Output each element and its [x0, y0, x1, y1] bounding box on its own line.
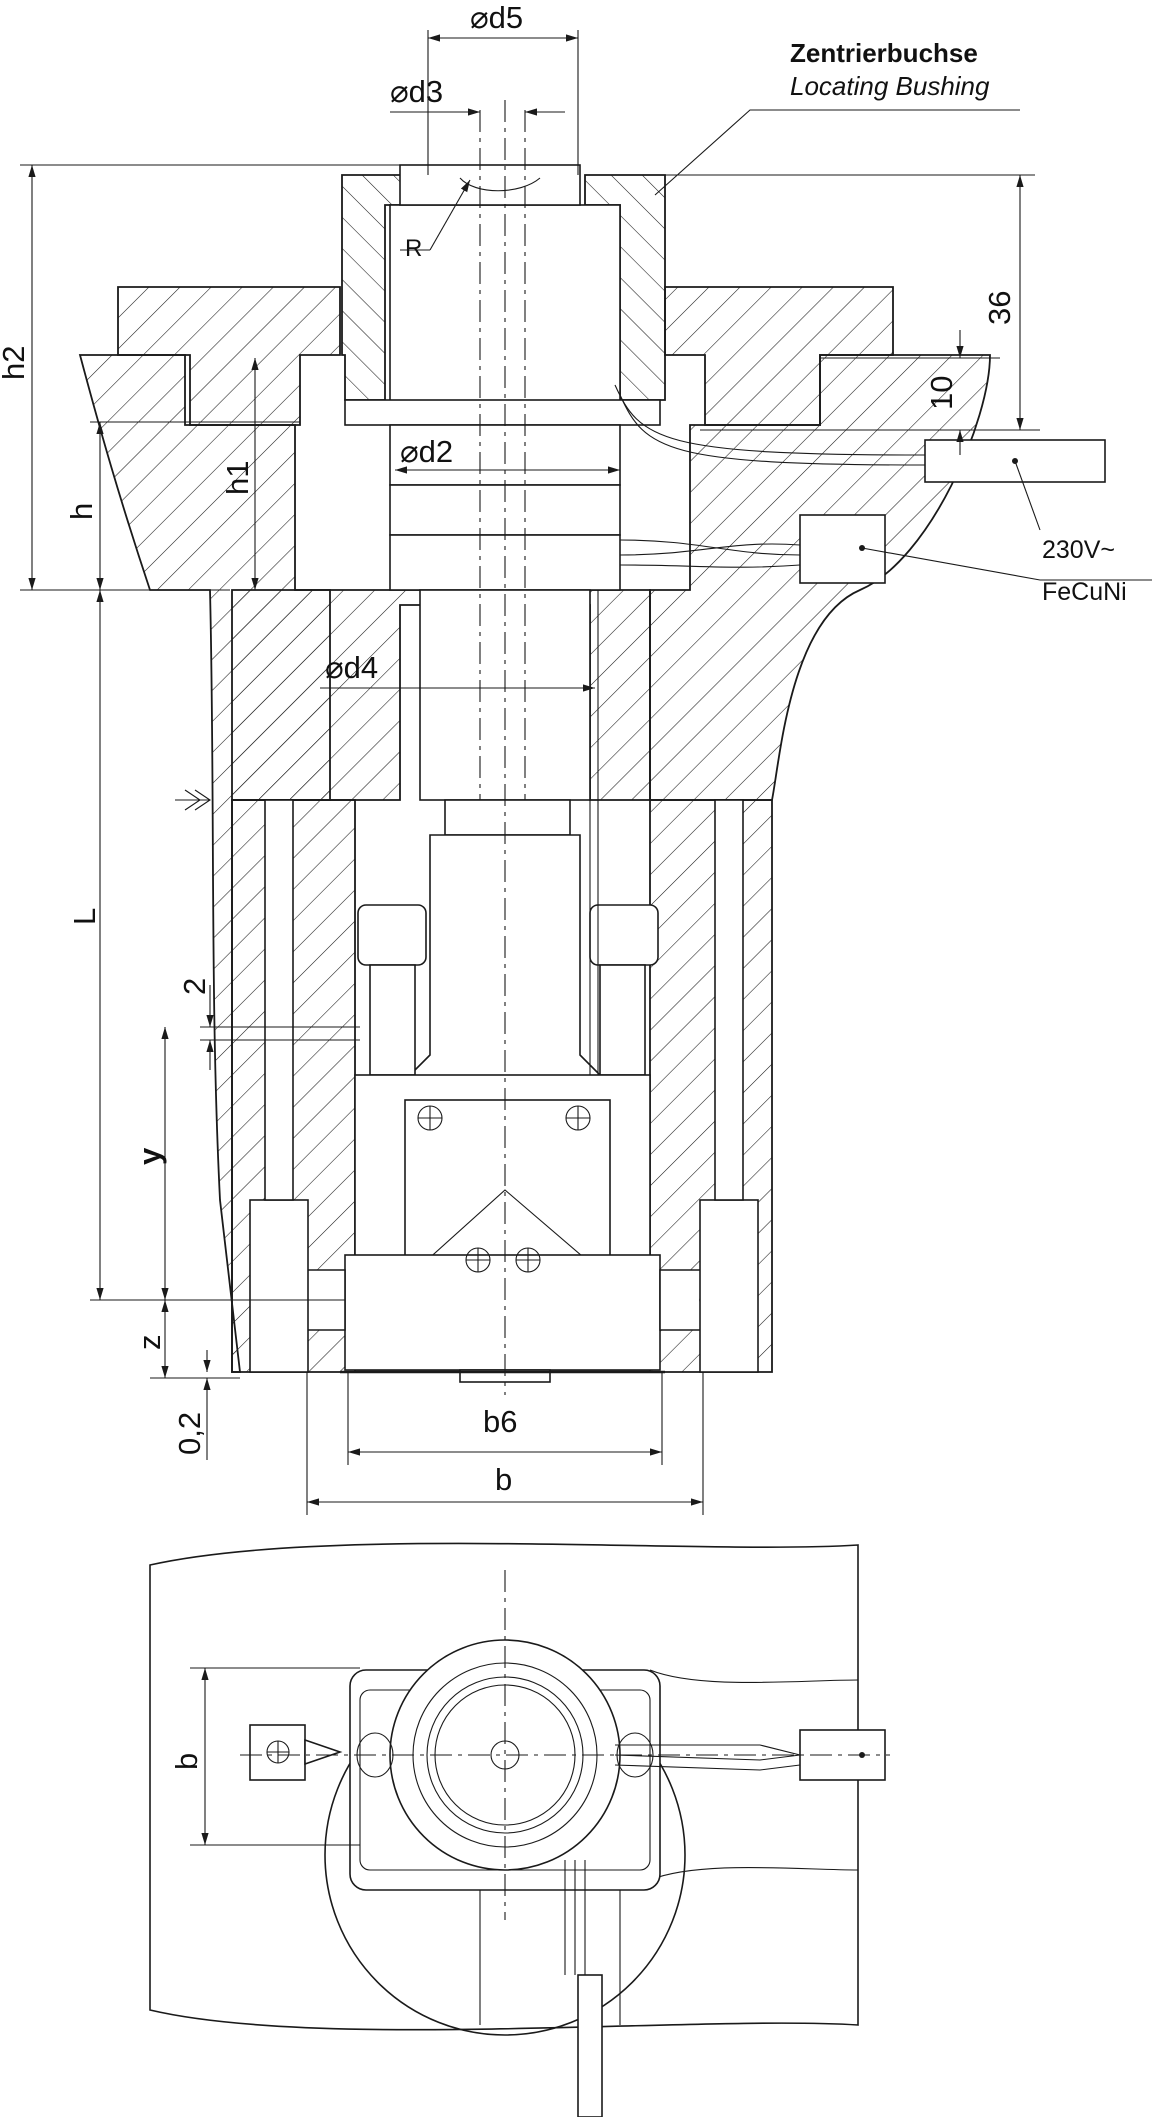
nut: [444, 799, 571, 836]
dimension-labels: ⌀d5 ⌀d3 ⌀d2 ⌀d4 R h2 h h1 L 2 y z 0,2 b6…: [0, 0, 1127, 1497]
dim-h-label: h: [64, 503, 99, 520]
cable-tc-3: [619, 564, 801, 568]
dim-h1-label: h1: [220, 461, 255, 495]
guide-block-left: [249, 1199, 309, 1373]
top-view-heater-lead: [577, 1974, 603, 2117]
housing-lower: [344, 1254, 661, 1371]
top-view-screw: [266, 1740, 290, 1764]
top-view: b: [149, 1542, 890, 2117]
dim-10-label: 10: [924, 376, 959, 410]
screw-symbol-4: [515, 1247, 541, 1273]
top-view-cables: [614, 1744, 801, 1771]
screw-shank-right: [599, 964, 646, 1076]
bushing-leader: [654, 109, 1020, 196]
leader-thermocouple: [861, 547, 1152, 581]
guide-block-right: [699, 1199, 759, 1373]
datum-marker: [175, 789, 211, 811]
cover-chamfer: [404, 1189, 611, 1281]
cable-tc-2: [619, 543, 801, 556]
top-view-pin-left: [304, 1738, 343, 1766]
top-view-plate-outline: [149, 1542, 859, 2031]
voltage-label: 230V~: [1042, 536, 1115, 564]
screw-shank-left: [369, 964, 416, 1076]
nozzle-tip-top: [399, 164, 581, 206]
screw-head-left: [357, 904, 427, 966]
dim-z-label: z: [132, 1335, 167, 1351]
thermocouple-label: FeCuNi: [1042, 578, 1127, 606]
dim-b-label: b: [495, 1462, 512, 1497]
guide-rod-right: [714, 799, 744, 1201]
dim-b6-label: b6: [483, 1404, 517, 1439]
side-view: [78, 100, 1152, 1395]
nozzle-shaft: [419, 589, 591, 801]
dim-d3-label: ⌀d3: [390, 74, 443, 109]
screw-head-right: [589, 904, 659, 966]
nozzle-flange: [344, 399, 661, 426]
dim-d5-label: ⌀d5: [470, 0, 523, 35]
radius-label: R: [405, 235, 422, 262]
dim-gap-label: 0,2: [172, 1412, 207, 1455]
dimensions: [20, 30, 1040, 1515]
dim-d4-label: ⌀d4: [325, 650, 378, 685]
screw-symbol-2: [565, 1105, 591, 1131]
bushing-label-de: Zentrierbuchse: [790, 38, 978, 68]
top-view-channel: [649, 1669, 859, 1881]
cable-heater-2: [619, 394, 926, 466]
dim-h2-label: h2: [0, 346, 31, 380]
dim-2-label: 2: [177, 978, 212, 995]
cable-tc-1: [619, 539, 801, 556]
thermocouple-connector: [799, 514, 886, 584]
screw-symbol-3: [465, 1247, 491, 1273]
radius-leader: [429, 179, 471, 251]
screw-symbol-1: [417, 1105, 443, 1131]
guide-rod-left: [264, 799, 294, 1201]
top-view-dim-b-label: b: [169, 1753, 204, 1770]
dim-L-label: L: [67, 908, 102, 925]
dim-36-label: 36: [982, 291, 1017, 325]
side-pin-right: [659, 1269, 706, 1331]
dim-d2-label: ⌀d2: [400, 434, 453, 469]
dim-y-label: y: [132, 1147, 167, 1165]
leader-voltage: [1014, 460, 1041, 531]
bushing-label-en: Locating Bushing: [790, 71, 990, 101]
